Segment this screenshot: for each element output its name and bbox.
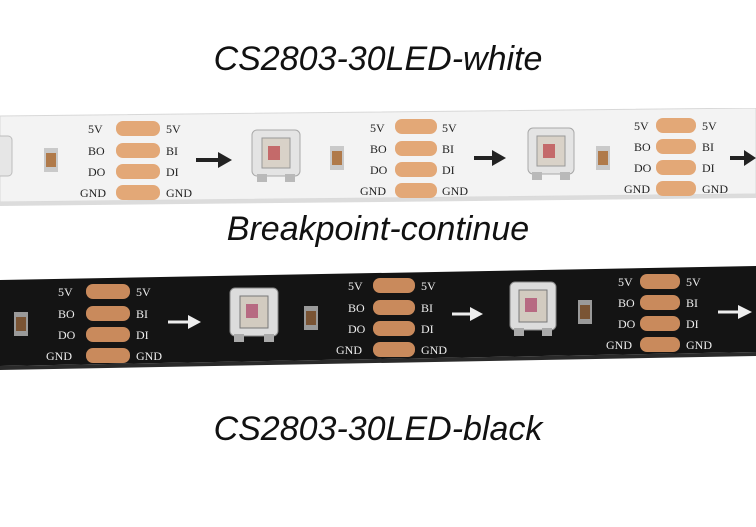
pad-label-5v: 5V [88,122,103,136]
pad-label-do: DO [348,322,366,336]
data-direction-arrow-icon [474,150,506,166]
resistor-chip [14,312,28,336]
pad-label-bo: BO [58,307,75,321]
pad-label-di: DI [166,165,179,179]
pad-label-gnd: GND [686,338,712,352]
pad-label-5v: 5V [618,275,633,289]
pad-label-bo: BO [370,142,387,156]
pad-label-5v: 5V [634,119,649,133]
resistor-chip [578,300,592,324]
pad-label-di: DI [442,163,455,177]
resistor-chip [304,306,318,330]
pad-label-gnd: GND [46,349,72,363]
data-direction-arrow-icon [730,150,756,166]
pad-label-5v: 5V [686,275,701,289]
pad-label-gnd: GND [442,184,468,198]
pad-label-di: DI [421,322,434,336]
pad-label-5v: 5V [370,121,385,135]
pad-label-di: DI [686,317,699,331]
resistor-chip [330,146,344,170]
pad-label-bo: BO [348,301,365,315]
pad-label-5v: 5V [136,285,151,299]
pad-label-do: DO [58,328,76,342]
pad-label-gnd: GND [136,349,162,363]
pad-label-gnd: GND [360,184,386,198]
pad-label-bi: BI [166,144,178,158]
rgb-led-chip [229,287,279,342]
data-direction-arrow-icon [196,152,232,168]
white-led-strip-photo: 5V BO DO GND 5V BI DI GND 5V BO DO GND [0,108,756,206]
solder-pad-group: 5V BO DO GND 5V BI DI GND [80,121,192,200]
pad-label-bi: BI [136,307,148,321]
data-direction-arrow-icon [168,315,201,329]
pad-label-5v: 5V [442,121,457,135]
pad-label-di: DI [702,161,715,175]
pad-label-gnd: GND [80,186,106,200]
resistor-chip [44,148,58,172]
pad-label-do: DO [634,161,652,175]
pad-label-bi: BI [442,142,454,156]
pad-label-gnd: GND [421,343,447,357]
pad-label-gnd: GND [336,343,362,357]
data-direction-arrow-icon [718,305,752,319]
pad-label-5v: 5V [702,119,717,133]
pad-label-5v: 5V [421,279,436,293]
pad-label-gnd: GND [166,186,192,200]
pad-label-di: DI [136,328,149,342]
pad-label-bo: BO [634,140,651,154]
pad-label-do: DO [370,163,388,177]
rgb-led-chip [251,129,301,182]
pad-label-bo: BO [88,144,105,158]
pad-label-5v: 5V [58,285,73,299]
pad-label-5v: 5V [348,279,363,293]
data-direction-arrow-icon [452,307,483,321]
resistor-chip [596,146,610,170]
pad-label-bi: BI [702,140,714,154]
rgb-led-chip [509,281,557,336]
solder-pad-group: 5V BO DO GND 5V BI DI GND [606,274,712,352]
black-led-strip-photo: 5V BO DO GND 5V BI DI GND 5V BO DO GND [0,266,756,370]
solder-pad-group: 5V BO DO GND 5V BI DI GND [46,284,162,363]
caption-middle: Breakpoint-continue [226,210,530,248]
pad-label-do: DO [618,317,636,331]
solder-pad-group: 5V BO DO GND 5V BI DI GND [336,278,447,357]
pad-label-bo: BO [618,296,635,310]
pad-label-do: DO [88,165,106,179]
pad-label-5v: 5V [166,122,181,136]
rgb-led-chip [527,127,575,180]
pad-label-gnd: GND [606,338,632,352]
solder-pad-group: 5V BO DO GND 5V BI DI GND [360,119,468,198]
pad-label-gnd: GND [702,182,728,196]
caption-black-strip: CS2803-30LED-black [213,410,543,448]
caption-white-strip: CS2803-30LED-white [213,40,543,78]
pad-label-bi: BI [421,301,433,315]
pad-label-bi: BI [686,296,698,310]
rgb-led-chip [0,135,13,177]
pad-label-gnd: GND [624,182,650,196]
solder-pad-group: 5V BO DO GND 5V BI DI GND [624,118,728,196]
